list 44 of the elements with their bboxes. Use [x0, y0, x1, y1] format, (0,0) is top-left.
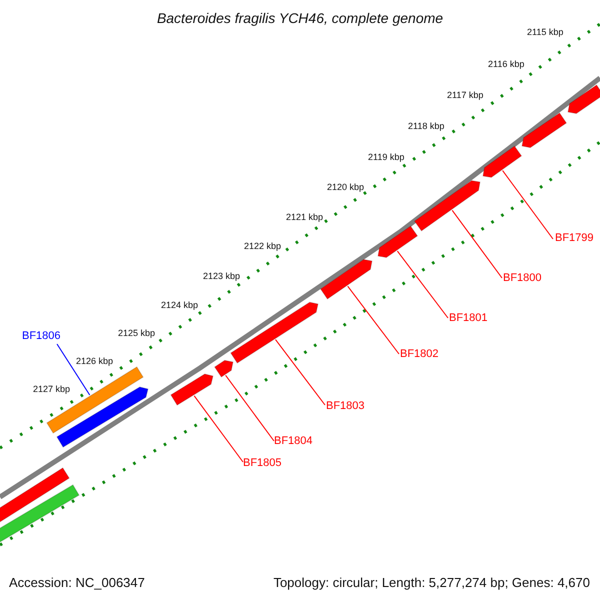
tick-label: 2118 kbp: [408, 122, 444, 131]
gene-feature: [567, 84, 600, 114]
tick-label: 2126 kbp: [76, 357, 114, 366]
gene-feature: [414, 180, 481, 232]
gene-feature: [214, 360, 234, 378]
tick-label: 2123 kbp: [203, 272, 240, 281]
leader-line: [396, 250, 448, 318]
gene-feature: [170, 374, 214, 406]
gene-label: BF1801: [449, 313, 488, 324]
gene-feature: [230, 302, 319, 364]
tick-label: 2125 kbp: [118, 329, 156, 338]
genome-info-text: Topology: circular; Length: 5,277,274 bp; Genes: 4,670: [273, 576, 590, 589]
gene-feature: [0, 467, 70, 524]
leader-line: [275, 339, 326, 406]
gene-feature: [0, 484, 80, 544]
tick-label: 2122 kbp: [244, 242, 282, 251]
gene-label: BF1806: [22, 331, 61, 342]
leader-line: [56, 344, 90, 396]
tick-label: 2119 kbp: [368, 153, 404, 162]
gene-label: BF1802: [400, 349, 439, 360]
gene-label: BF1804: [274, 436, 313, 447]
leader-line: [194, 395, 244, 462]
tick-label: 2121 kbp: [286, 213, 324, 222]
gene-label: BF1799: [555, 233, 594, 244]
gene-feature: [377, 225, 418, 258]
leader-line: [502, 170, 554, 240]
gene-label: BF1800: [503, 273, 542, 284]
tick-label: 2124 kbp: [161, 301, 198, 310]
accession-text: Accession: NC_006347: [9, 576, 145, 589]
leader-line: [225, 374, 274, 442]
tick-label: 2127 kbp: [33, 385, 70, 394]
gene-feature: [320, 258, 373, 300]
gene-label: BF1805: [243, 458, 282, 469]
tick-label: 2115 kbp: [527, 28, 564, 37]
gene-feature: [482, 145, 522, 178]
gene-feature: [521, 112, 568, 148]
title: Bacteroides fragilis YCH46, complete genome: [156, 11, 444, 25]
leader-line: [347, 286, 400, 354]
gene-label: BF1803: [326, 401, 365, 412]
tick-label: 2120 kbp: [327, 183, 364, 192]
tick-label: 2116 kbp: [488, 60, 524, 69]
tick-label: 2117 kbp: [447, 91, 484, 100]
gene-feature: [56, 386, 149, 448]
leader-line: [452, 210, 502, 278]
